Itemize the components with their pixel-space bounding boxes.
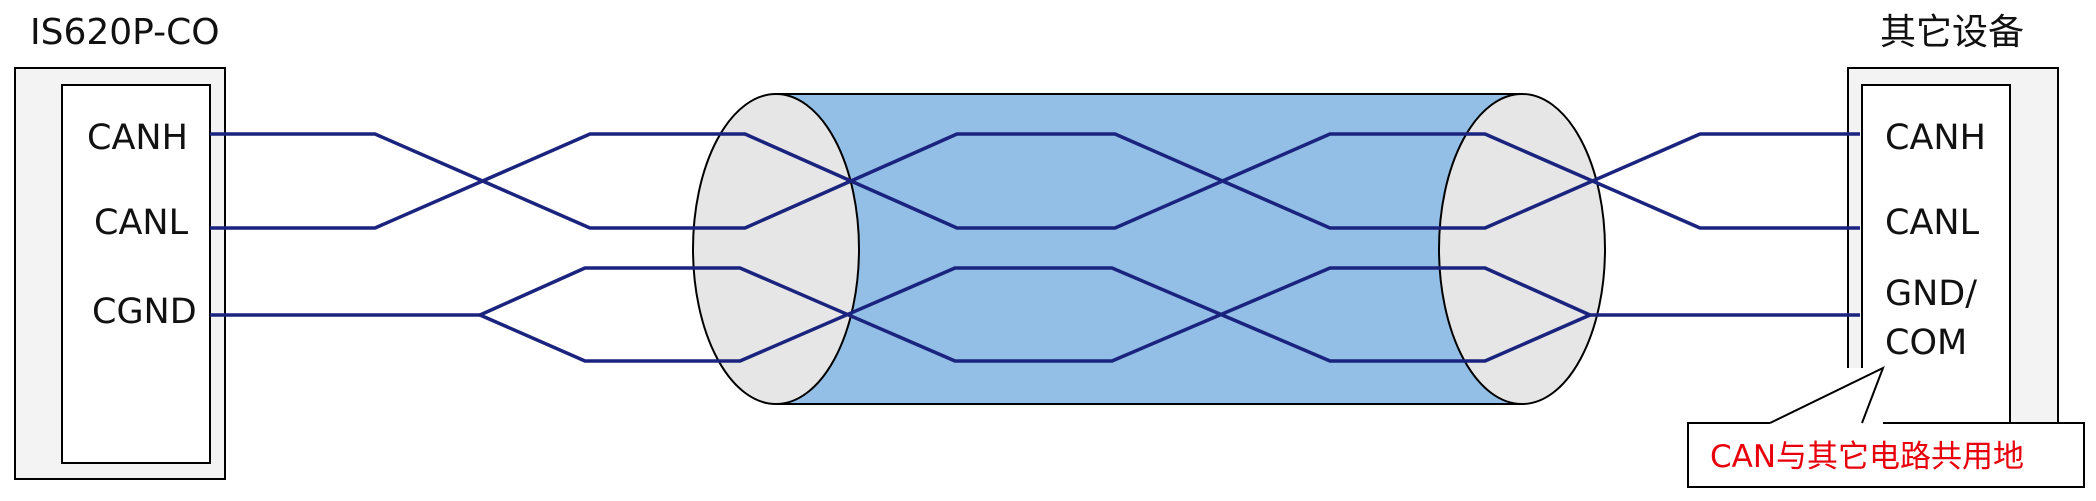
cable-right-end	[1438, 93, 1606, 405]
ground-twisted-pair	[210, 266, 1860, 363]
callout-text: CAN与其它电路共用地	[1710, 439, 2024, 475]
callout-box	[1688, 368, 2084, 487]
left-pin-canl: CANL	[94, 203, 189, 243]
shared-ground-callout: CAN与其它电路共用地	[1687, 365, 2085, 488]
wire-gnd-lower	[479, 266, 1591, 363]
right-pin-com: COM	[1885, 323, 1967, 363]
left-device: IS620P-CO CANH CANL CGND	[14, 12, 226, 480]
left-pin-cgnd: CGND	[92, 292, 197, 332]
left-pin-canh: CANH	[87, 118, 188, 158]
right-device-title: 其它设备	[1880, 12, 2024, 53]
left-device-title: IS620P-CO	[30, 12, 220, 53]
wire-canl	[210, 132, 1860, 230]
callout-pointer	[1769, 365, 1885, 424]
callout-outline	[1687, 422, 2085, 488]
right-pin-canh: CANH	[1885, 118, 1986, 158]
right-pin-canl: CANL	[1885, 203, 1980, 243]
shielded-cable	[692, 93, 1606, 405]
left-device-inner-box	[61, 84, 211, 464]
wire-gnd-upper	[479, 266, 1591, 363]
cable-body	[776, 94, 1522, 404]
can-twisted-pair	[210, 132, 1860, 230]
right-device: 其它设备 CANH CANL GND/ COM	[1847, 12, 2059, 480]
right-pin-gnd: GND/	[1885, 274, 1977, 314]
right-device-inner-box	[1861, 84, 2011, 464]
cable-left-end	[692, 93, 860, 405]
